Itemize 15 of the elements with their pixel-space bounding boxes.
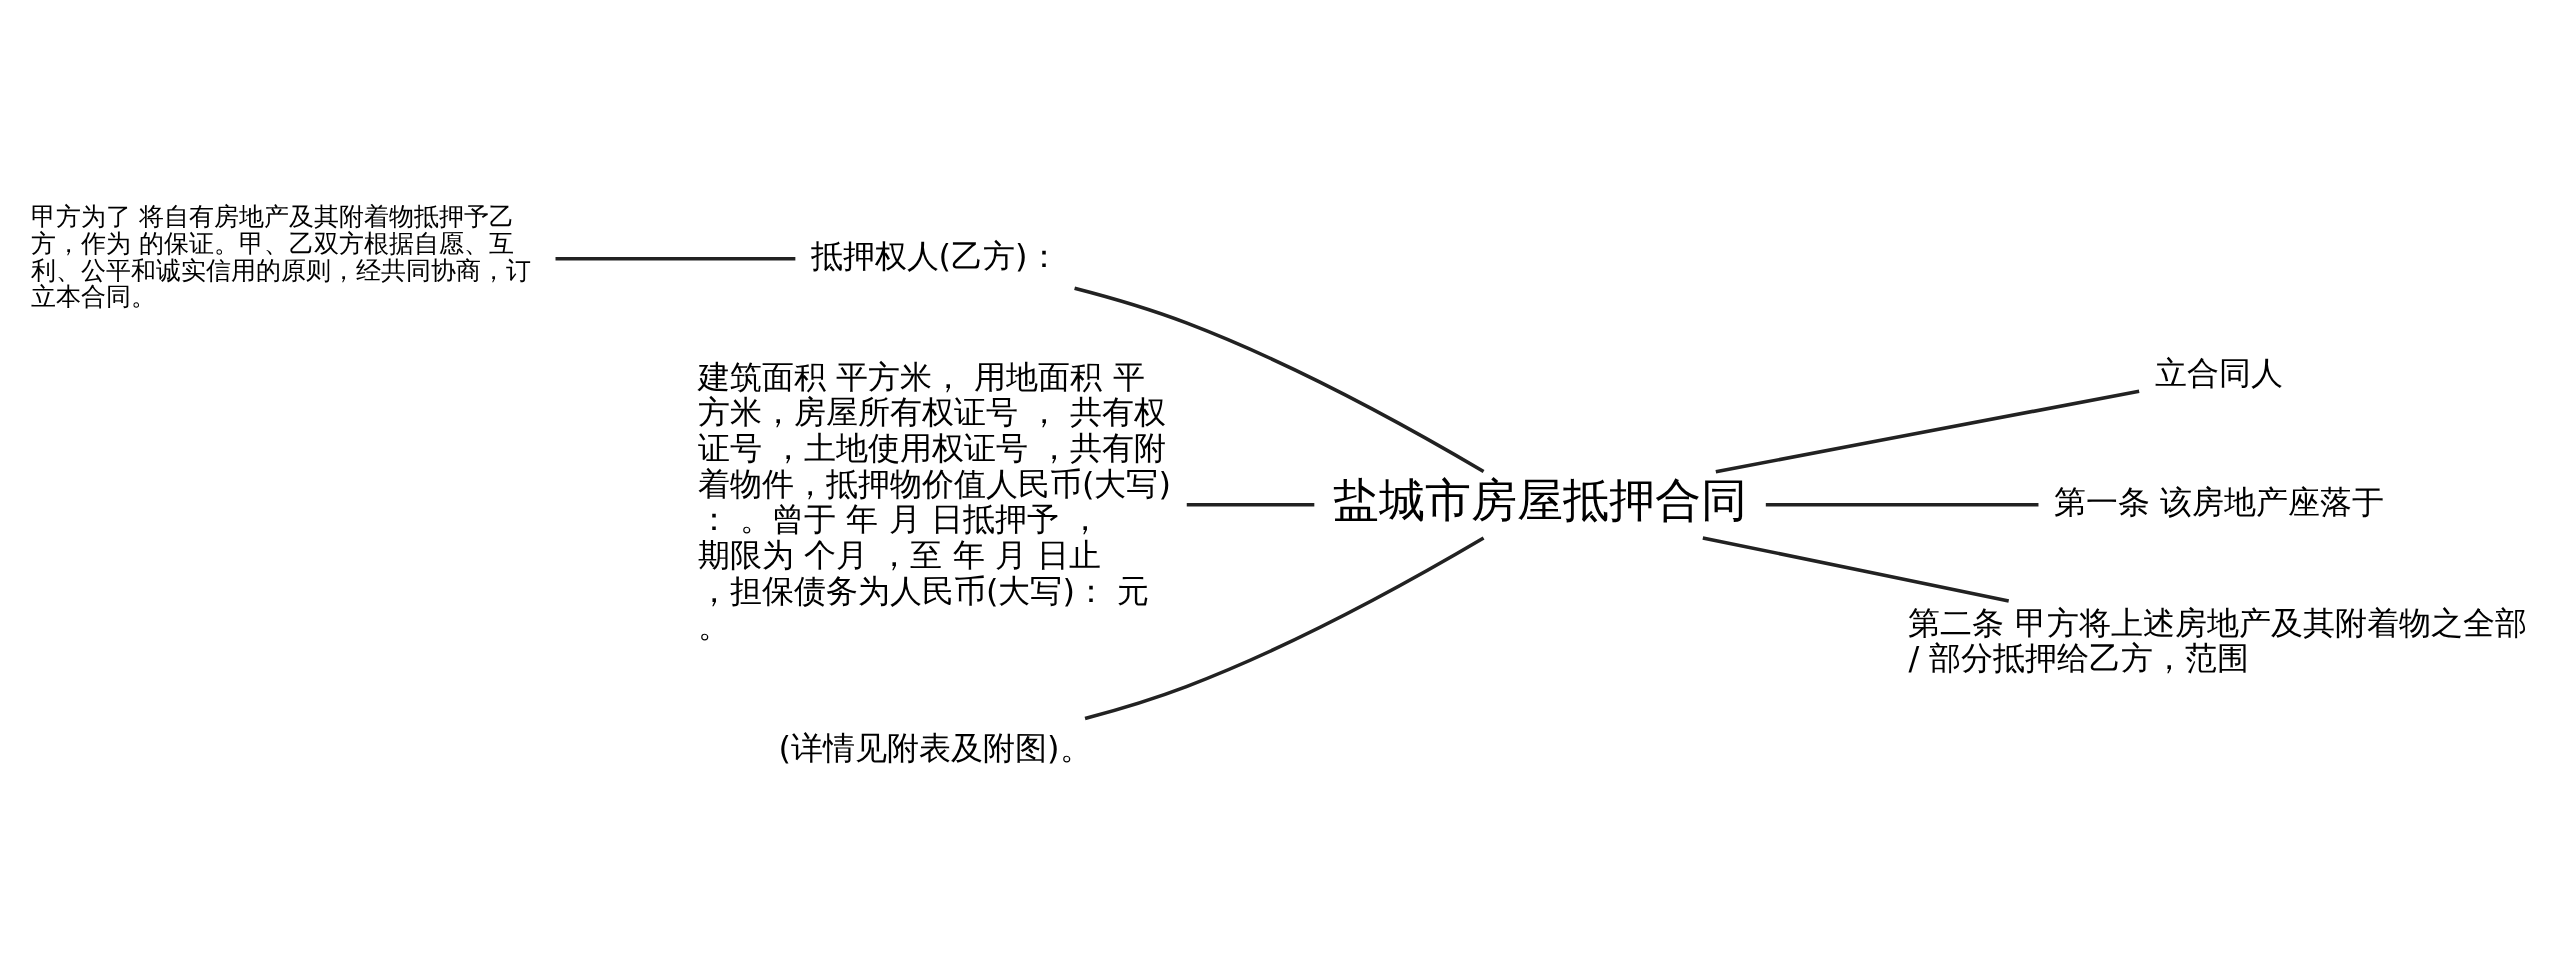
node-text: (详情见附表及附图)。	[778, 728, 1092, 767]
node-text: 第一条 该房地产座落于	[2053, 482, 2384, 521]
connector	[1715, 388, 2140, 473]
connector	[1084, 536, 1485, 720]
node-text: 甲方为了 将自有房地产及其附着物抵押予乙方，作为 的保证。甲、乙双方根据自愿、互利、公平和诚实信用的原则，经共同协商，订立本合同。	[31, 201, 532, 311]
node-text: 第二条 甲方将上述房地产及其附着物之全部 / 部分抵押给乙方，范围	[1908, 603, 2527, 677]
connector	[1186, 502, 1315, 507]
connector	[1765, 502, 2039, 507]
node-text: 盐城市房屋抵押合同	[1333, 472, 1748, 527]
connector	[1074, 286, 1485, 473]
node-text: 立合同人	[2154, 353, 2283, 392]
connector	[1702, 535, 2010, 603]
node-text: 抵押权人(乙方)：	[810, 236, 1060, 275]
node-text: 建筑面积 平方米， 用地面积 平方米，房屋所有权证号 ， 共有权证号 ，土地使用权证号 ，共有附着物件，抵押物价值人民币(大写)： 。曾于 年 月 日抵押予 ，期限为 个月 ，至 年 月 日止，担保债务为人民币(大写)： 元。	[697, 357, 1171, 645]
connector	[555, 256, 796, 261]
